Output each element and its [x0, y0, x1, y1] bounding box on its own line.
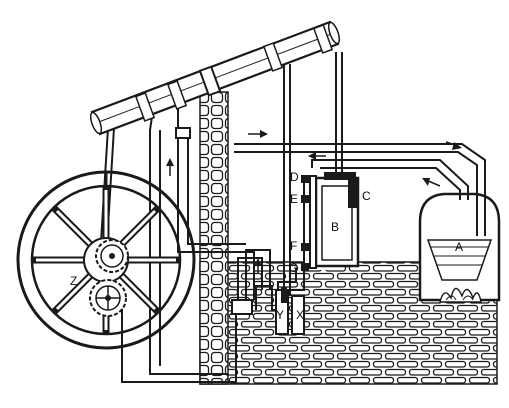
walking-beam	[89, 20, 341, 136]
label-d: D	[290, 170, 299, 184]
cylinder-b	[314, 172, 360, 268]
condenser-pipes	[231, 249, 305, 335]
label-z: Z	[70, 274, 77, 288]
label-b: B	[331, 220, 339, 234]
flow-arrow-left-boiler	[422, 178, 441, 187]
flow-arrow-right-top	[248, 130, 268, 138]
flow-arrow-right-boiler	[445, 141, 462, 150]
brick-pillar	[199, 91, 229, 385]
label-c: C	[362, 189, 371, 203]
label-y: Y	[276, 308, 284, 322]
feed-pipes	[121, 127, 255, 383]
label-f: F	[290, 239, 297, 253]
flow-arrow-left	[308, 152, 326, 160]
valve-chest	[301, 175, 317, 271]
fire-icon	[439, 287, 482, 303]
label-g: G	[289, 261, 298, 275]
label-x: X	[296, 308, 304, 322]
boiler-a	[418, 192, 501, 303]
flow-arrow-up-mid	[254, 258, 262, 274]
flow-arrow-up-left	[166, 158, 174, 176]
sun-gear	[95, 239, 129, 273]
label-e: E	[290, 192, 298, 206]
steam-pipe	[234, 143, 486, 236]
planet-gear	[89, 279, 127, 317]
label-a: A	[455, 240, 463, 254]
